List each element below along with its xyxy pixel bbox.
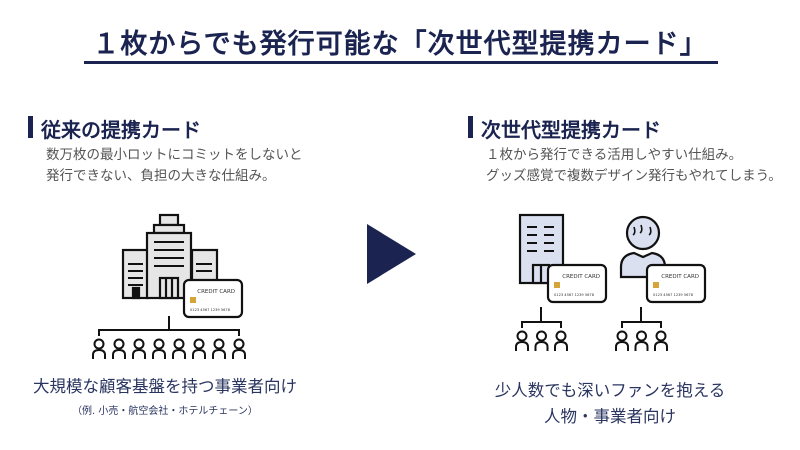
building-icon [518,213,565,285]
right-caption-line2: 人物・事業者向け [544,407,676,426]
person-icon [534,330,549,351]
page-title: １枚からでも発行可能な「次世代型提携カード」 [92,29,708,60]
traditional-illustration: CREDIT CARD 0123 4567 1239 5678 [92,213,246,359]
card-label: CREDIT CARD [197,289,235,295]
person-icon [515,330,529,351]
person-icon [554,330,568,351]
right-description: １枚から発行できる活用しやすい仕組み。 グッズ感覚で複数デザイン発行もやれてしま… [486,145,782,187]
right-caption-line1: 少人数でも深いファンを抱える [494,381,726,400]
person-icon [615,330,629,351]
org-tree-lines [521,307,662,328]
person-icon [172,338,186,359]
left-caption: 大規模な顧客基盤を持つ事業者向け [33,377,297,396]
card-number: 0123 4567 1239 5678 [554,293,595,297]
credit-card-icon: CREDIT CARD 0123 4567 1239 5678 [182,278,244,319]
person-icon [112,338,126,359]
left-heading: 従来の提携カード [28,114,201,143]
person-icon [619,215,667,279]
heading-bar [28,116,33,138]
person-icon [132,338,146,359]
right-heading: 次世代型提携カード [468,114,661,143]
card-chip [653,282,659,288]
people-group [92,338,246,359]
credit-card-icon: CREDIT CARD 0123 4567 1239 5678 [546,263,608,304]
person-icon [634,330,649,351]
card-label: CREDIT CARD [562,274,600,280]
left-desc-line2: 発行できない、負担の大きな仕組み。 [46,168,276,184]
right-desc-line1: １枚から発行できる活用しやすい仕組み。 [486,147,743,163]
people-group [515,330,568,351]
person-icon [152,338,166,359]
left-desc-line1: 数万枚の最小ロットにコミットをしないと [46,147,303,163]
heading-bar [468,116,473,138]
person-icon [92,338,106,359]
card-label: CREDIT CARD [661,274,699,280]
card-chip [190,297,196,303]
credit-card-icon: CREDIT CARD 0123 4567 1239 5678 [645,263,707,304]
right-caption: 少人数でも深いファンを抱える 人物・事業者向け [460,378,760,430]
left-sub-caption: （例. 小売・航空会社・ホテルチェーン） [72,406,258,417]
title-underline [84,61,718,64]
next-gen-illustration: CREDIT CARD 0123 4567 1239 5678 CREDIT C… [515,213,707,351]
person-icon [654,330,668,351]
left-heading-text: 従来の提携カード [41,118,201,142]
card-chip [554,282,560,288]
card-number: 0123 4567 1239 5678 [653,293,694,297]
card-number: 0123 4567 1239 5678 [190,308,231,312]
person-icon [232,338,246,359]
org-tree-lines [98,316,240,336]
person-icon [212,338,226,359]
right-desc-line2: グッズ感覚で複数デザイン発行もやれてしまう。 [486,168,782,184]
left-description: 数万枚の最小ロットにコミットをしないと 発行できない、負担の大きな仕組み。 [46,145,303,187]
people-group [615,330,668,351]
person-icon [192,338,206,359]
play-arrow-icon [367,224,416,284]
right-heading-text: 次世代型提携カード [481,118,661,142]
